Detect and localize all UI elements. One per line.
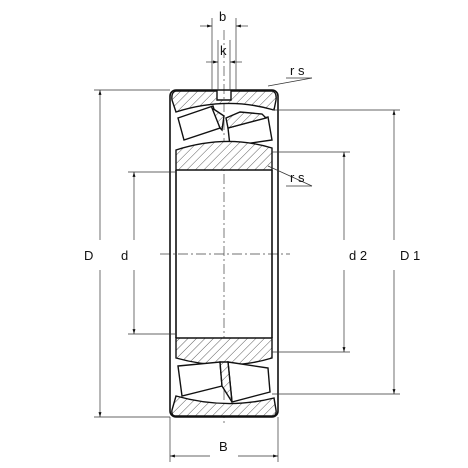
b-k-dimension — [200, 18, 248, 90]
B-dimension — [169, 417, 279, 462]
label-D: D — [84, 248, 93, 263]
d-dimension — [128, 171, 176, 335]
label-k: k — [220, 43, 227, 58]
cage-bottom — [219, 361, 233, 403]
roller-bottom-right — [227, 361, 271, 403]
roller-bottom-left — [177, 361, 223, 397]
rs-inner-leader — [267, 165, 313, 187]
D-dimension — [94, 89, 170, 418]
label-D1: D 1 — [400, 248, 420, 263]
label-d: d — [121, 248, 128, 263]
outer-ring-top — [171, 90, 277, 113]
label-b: b — [219, 9, 226, 24]
label-B: B — [219, 439, 228, 454]
D1-dimension — [272, 109, 400, 395]
label-rs-inner: r s — [290, 170, 305, 185]
bearing-outline — [169, 89, 279, 418]
label-rs-outer: r s — [290, 63, 305, 78]
label-d2: d 2 — [349, 248, 367, 263]
d2-dimension — [272, 151, 350, 353]
inner-ring-top — [175, 140, 273, 171]
inner-ring-bottom — [175, 337, 273, 366]
cage-top-left — [210, 106, 225, 132]
rs-outer-leader — [267, 77, 313, 87]
cage-top-right — [225, 111, 268, 129]
outer-ring-bottom — [171, 395, 277, 417]
